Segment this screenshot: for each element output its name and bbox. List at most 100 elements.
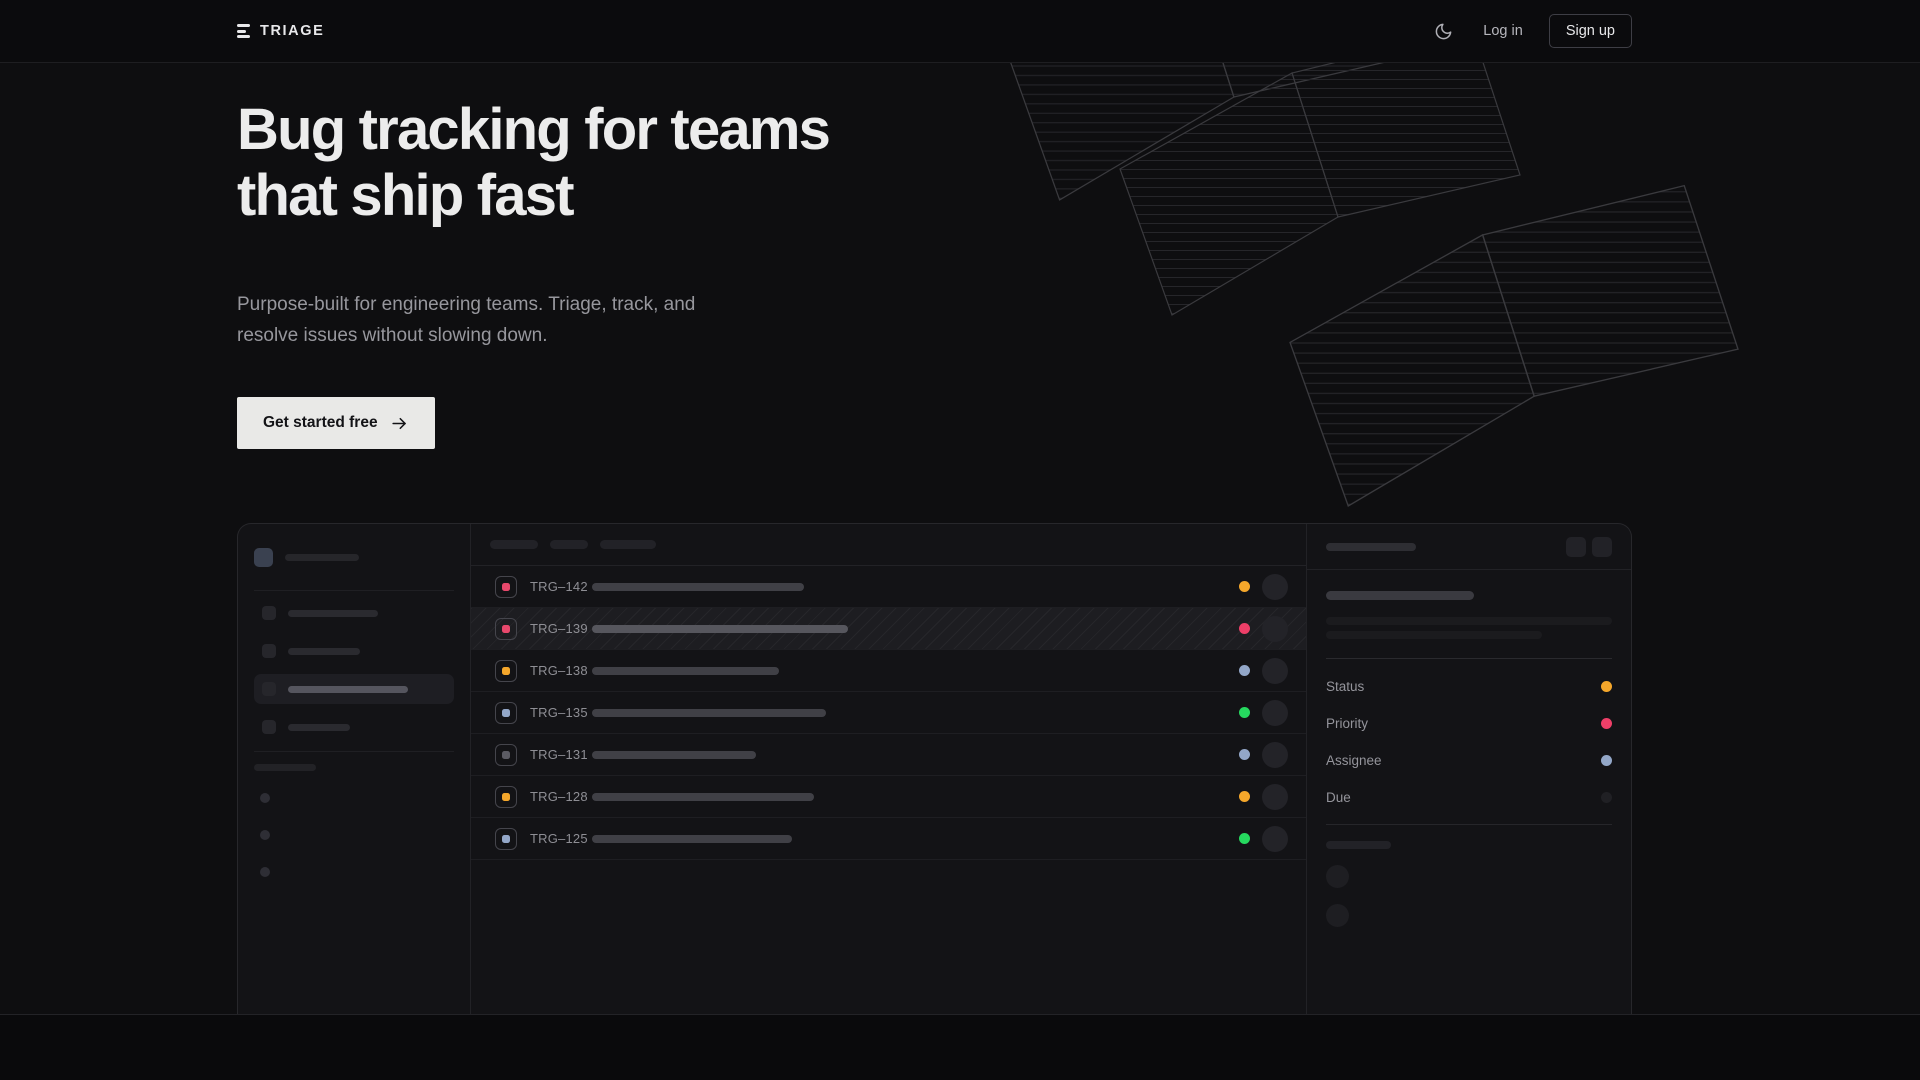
description-skeleton	[1326, 617, 1612, 625]
issue-title-skeleton	[592, 709, 826, 717]
mockup-nav-item	[254, 636, 454, 666]
issue-type-icon	[495, 828, 517, 850]
divider	[254, 751, 454, 752]
footer	[0, 1014, 1920, 1080]
avatar	[1262, 742, 1288, 768]
property-label: Status	[1326, 679, 1364, 694]
mockup-workspace	[254, 548, 454, 567]
issue-row: TRG–139	[471, 608, 1306, 650]
avatar	[1262, 574, 1288, 600]
issue-title-skeleton	[592, 793, 814, 801]
issue-row: TRG–128	[471, 776, 1306, 818]
issue-title-skeleton	[592, 667, 779, 675]
issue-title-skeleton	[592, 583, 804, 591]
mockup-nav-item	[254, 598, 454, 628]
nav-item-icon	[262, 606, 276, 620]
issue-id: TRG–142	[530, 579, 592, 594]
panel-action-icon	[1566, 537, 1586, 557]
mockup-issue-list: TRG–142 TRG–139	[471, 524, 1306, 1014]
property-label: Due	[1326, 790, 1351, 805]
theme-toggle-button[interactable]	[1430, 18, 1457, 45]
sidebar-dot	[260, 793, 270, 803]
avatar	[1262, 700, 1288, 726]
activity-avatar	[1326, 865, 1349, 888]
filter-pill-skeleton	[600, 540, 656, 549]
property-value-dot	[1601, 718, 1612, 729]
avatar	[1262, 784, 1288, 810]
status-dot	[1239, 665, 1250, 676]
triage-logo-icon	[237, 24, 250, 38]
panel-header	[1307, 524, 1631, 570]
property-value-dot	[1601, 755, 1612, 766]
issue-id: TRG–131	[530, 747, 592, 762]
panel-action-icon	[1592, 537, 1612, 557]
property-label: Priority	[1326, 716, 1368, 731]
nav-item-icon	[262, 644, 276, 658]
avatar	[1262, 658, 1288, 684]
mockup-detail-panel: Status Priority Assignee	[1306, 524, 1631, 1014]
mockup-nav-item-active	[254, 674, 454, 704]
issue-title-skeleton	[592, 625, 848, 633]
issue-id: TRG–128	[530, 789, 592, 804]
issue-row: TRG–131	[471, 734, 1306, 776]
issue-title-skeleton	[592, 835, 792, 843]
issue-type-icon	[495, 786, 517, 808]
sidebar-dot	[260, 867, 270, 877]
panel-title-skeleton	[1326, 543, 1416, 551]
status-dot	[1239, 581, 1250, 592]
property-row: Status	[1326, 668, 1612, 705]
issue-type-icon	[495, 744, 517, 766]
avatar	[1262, 826, 1288, 852]
issue-id: TRG–139	[530, 621, 592, 636]
divider	[1326, 824, 1612, 825]
moon-icon	[1434, 22, 1453, 41]
list-header	[471, 524, 1306, 566]
issue-type-icon	[495, 576, 517, 598]
issue-row: TRG–142	[471, 566, 1306, 608]
workspace-icon	[254, 548, 273, 567]
issue-id: TRG–135	[530, 705, 592, 720]
mockup-nav-item	[254, 712, 454, 742]
arrow-right-icon	[390, 414, 409, 433]
status-dot	[1239, 623, 1250, 634]
brand[interactable]: TRIAGE	[237, 23, 324, 39]
avatar	[1262, 616, 1288, 642]
workspace-name-skeleton	[285, 554, 359, 561]
issue-title-skeleton	[1326, 591, 1474, 600]
property-row: Priority	[1326, 705, 1612, 742]
app-mockup: TRG–142 TRG–139	[237, 523, 1632, 1014]
issue-row: TRG–135	[471, 692, 1306, 734]
status-dot	[1239, 707, 1250, 718]
property-value-dot	[1601, 792, 1612, 803]
status-dot	[1239, 791, 1250, 802]
activity-label-skeleton	[1326, 841, 1391, 849]
mockup-sidebar	[238, 524, 471, 1014]
login-button[interactable]: Log in	[1483, 23, 1523, 39]
issue-type-icon	[495, 618, 517, 640]
hero-section: Bug tracking for teams that ship fast Pu…	[0, 63, 1920, 1014]
navbar: TRIAGE Log in Sign up	[0, 0, 1920, 63]
issue-type-icon	[495, 660, 517, 682]
issue-type-icon	[495, 702, 517, 724]
property-label: Assignee	[1326, 753, 1382, 768]
nav-item-icon	[262, 720, 276, 734]
property-row: Due	[1326, 779, 1612, 816]
divider	[254, 590, 454, 591]
status-dot	[1239, 833, 1250, 844]
issue-id: TRG–125	[530, 831, 592, 846]
hero-subtitle: Purpose-built for engineering teams. Tri…	[237, 289, 717, 351]
get-started-button[interactable]: Get started free	[237, 397, 435, 449]
issue-title-skeleton	[592, 751, 756, 759]
issue-row: TRG–138	[471, 650, 1306, 692]
status-dot	[1239, 749, 1250, 760]
property-row: Assignee	[1326, 742, 1612, 779]
hero-title: Bug tracking for teams that ship fast	[237, 97, 1632, 229]
nav-item-icon	[262, 682, 276, 696]
divider	[1326, 658, 1612, 659]
sidebar-dot	[260, 830, 270, 840]
section-label-skeleton	[254, 764, 316, 771]
description-skeleton	[1326, 631, 1542, 639]
issue-row: TRG–125	[471, 818, 1306, 860]
property-value-dot	[1601, 681, 1612, 692]
signup-button[interactable]: Sign up	[1549, 14, 1632, 48]
